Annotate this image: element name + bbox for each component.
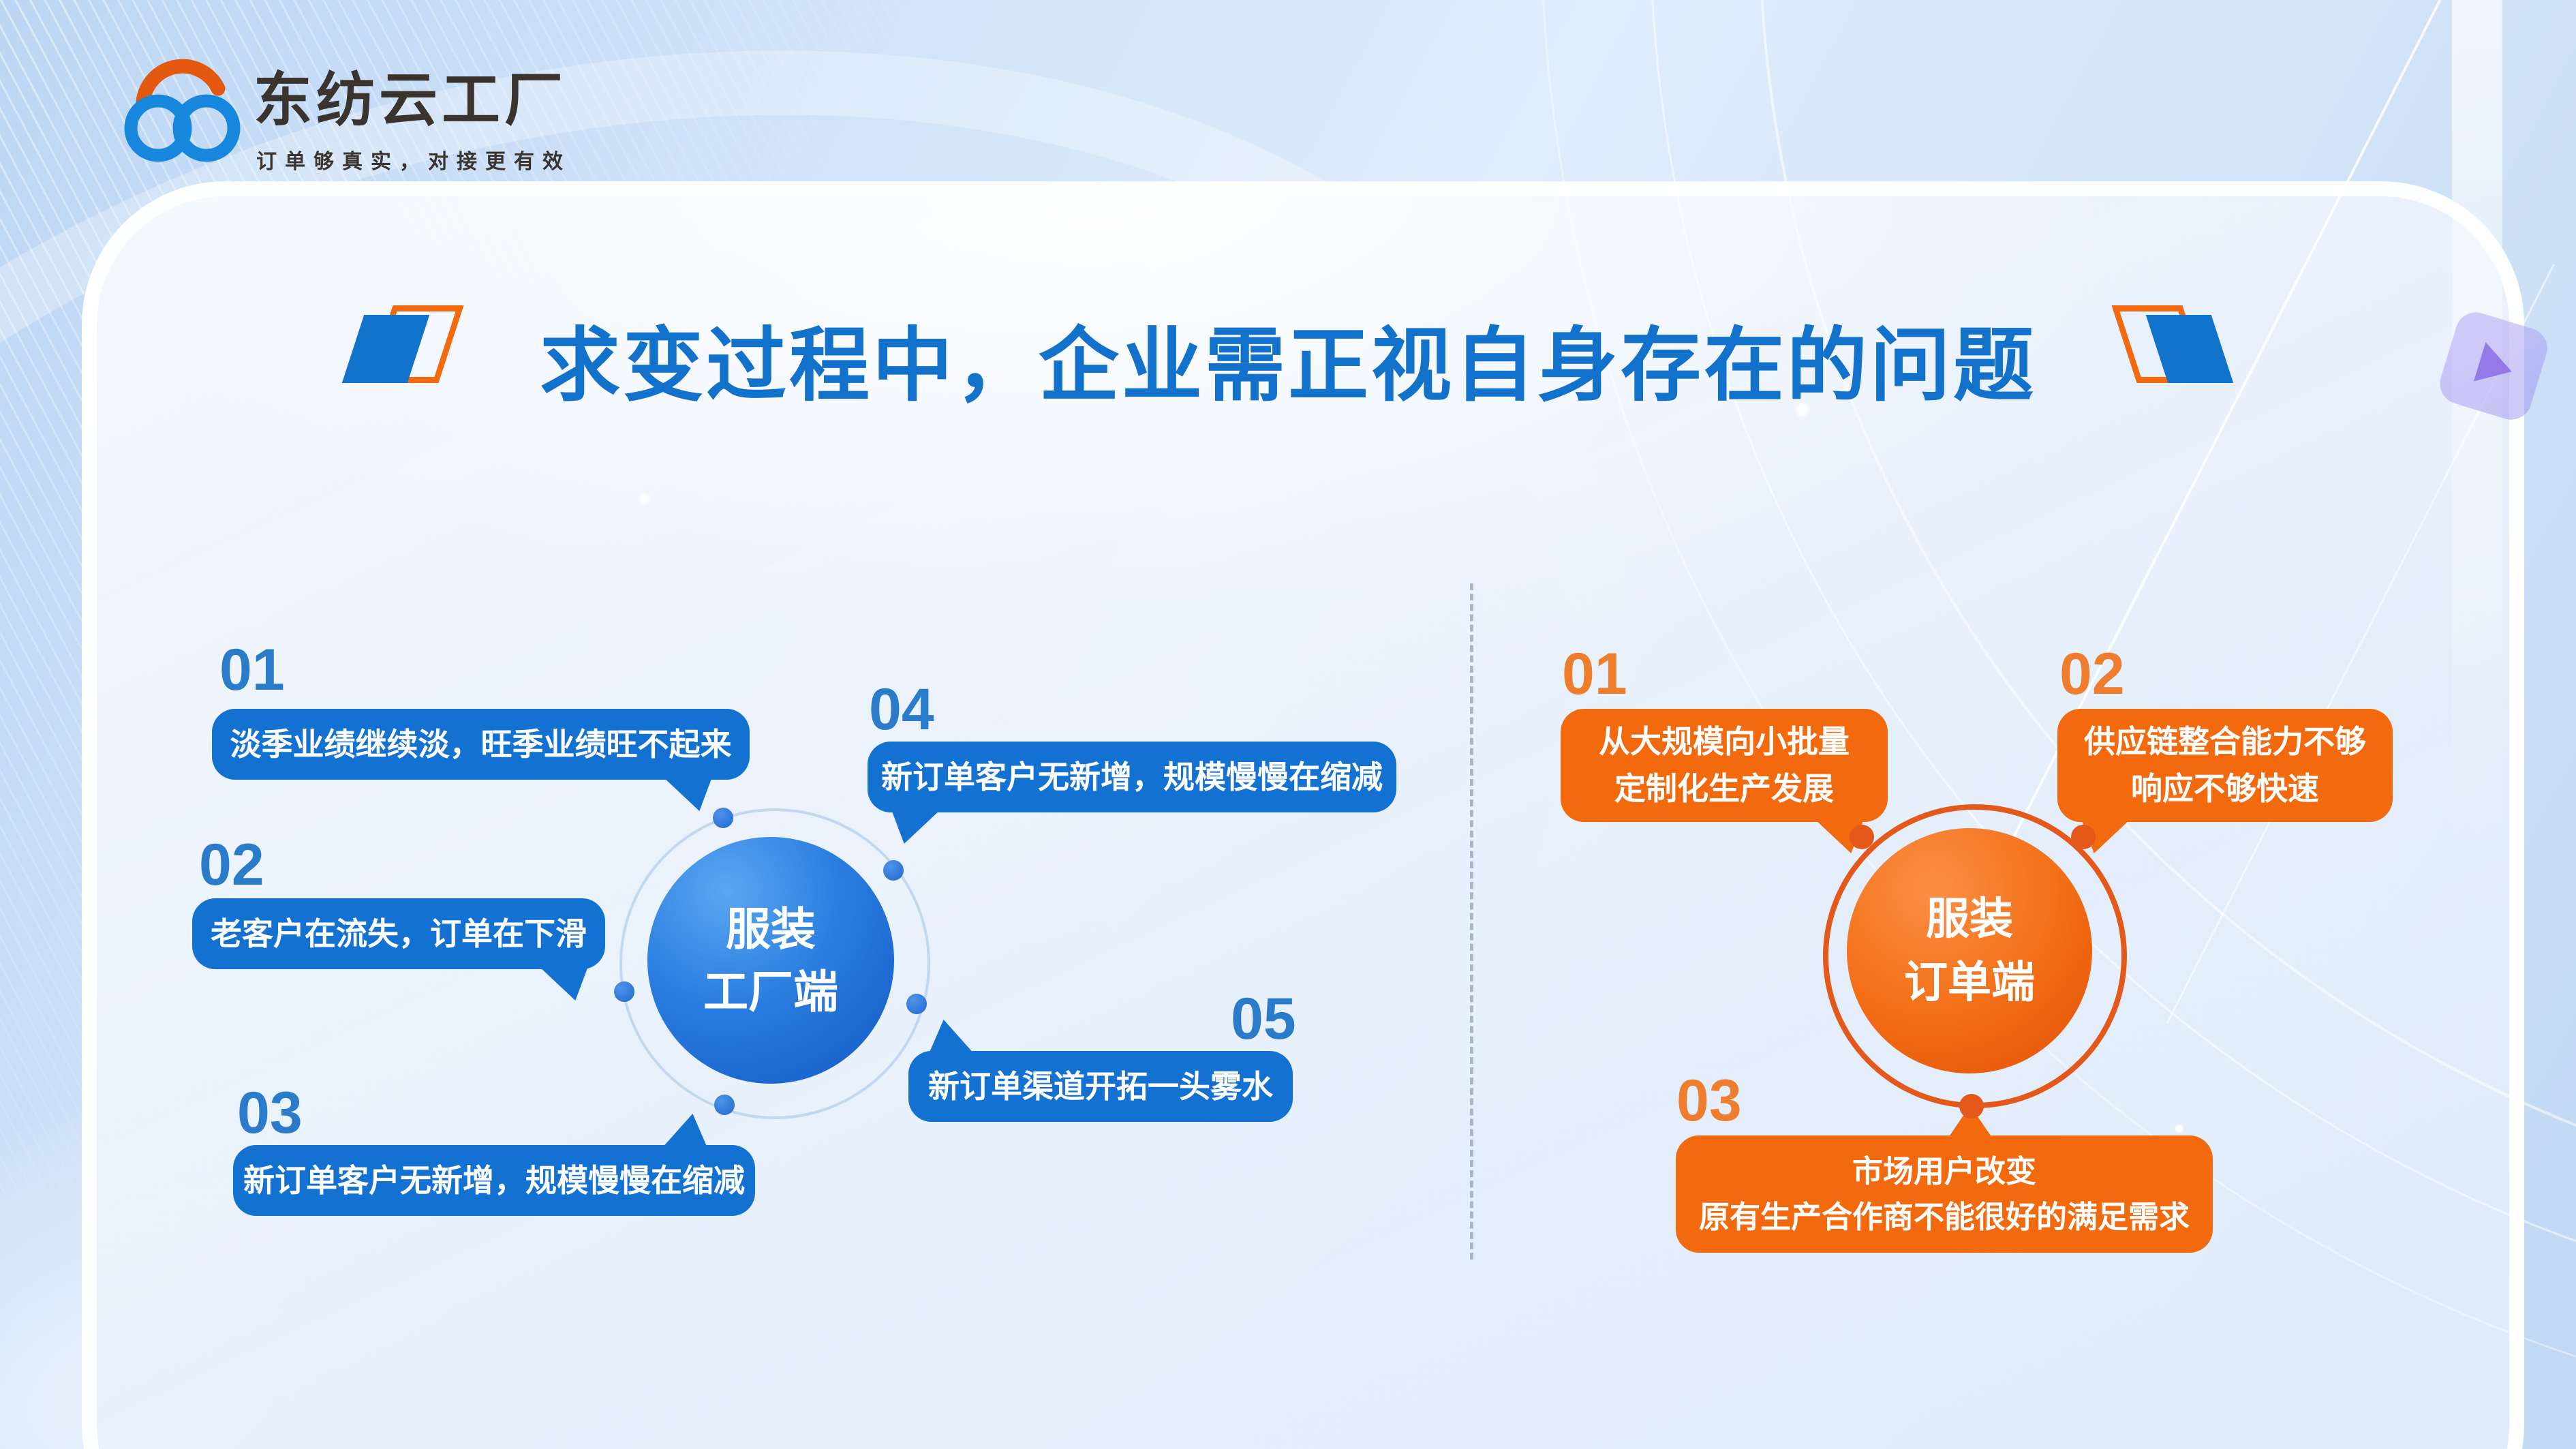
speech-bubble: 新订单客户无新增，规模慢慢在缩减 bbox=[868, 742, 1396, 844]
orbit-dot bbox=[883, 860, 904, 881]
item-number: 04 bbox=[869, 677, 934, 742]
speech-bubble: 供应链整合能力不够 响应不够快速 bbox=[2057, 709, 2393, 853]
speech-bubble: 市场用户改变 原有生产合作商不能很好的满足需求 bbox=[1676, 1105, 2213, 1253]
brand-logo bbox=[116, 40, 252, 176]
factory-center-circle: 服装 工厂端 bbox=[647, 837, 894, 1084]
item-number: 05 bbox=[1231, 986, 1296, 1052]
orbit-dot bbox=[714, 1095, 735, 1115]
bubble-text: 响应不够快速 bbox=[2131, 771, 2319, 806]
brand-tagline: 订单够真实，对接更有效 bbox=[256, 151, 571, 173]
page-title: 求变过程中，企业需正视自身存在的问题 bbox=[539, 321, 2036, 411]
item-number: 01 bbox=[1562, 641, 1627, 707]
title-parallelogram-icon-right bbox=[2111, 305, 2234, 387]
dashed-divider bbox=[1470, 583, 1473, 1260]
light-beam-decor bbox=[2452, 0, 2502, 859]
orbit-ring bbox=[619, 808, 930, 1119]
speech-bubble: 从大规模向小批量 定制化生产发展 bbox=[1561, 709, 1888, 853]
item-number: 02 bbox=[2059, 641, 2125, 707]
item-number: 01 bbox=[219, 637, 285, 703]
bubble-text: 新订单渠道开拓一头雾水 bbox=[928, 1068, 1273, 1104]
brand-name: 东纺云工厂 bbox=[254, 67, 567, 133]
bubble-text: 定制化生产发展 bbox=[1614, 771, 1834, 806]
center-label-line1: 服装 bbox=[1926, 894, 2013, 944]
bubble-text: 从大规模向小批量 bbox=[1599, 724, 1850, 759]
sparkle-decor bbox=[1794, 401, 1811, 418]
bubble-text: 老客户在流失，订单在下滑 bbox=[211, 915, 587, 951]
orbit-dot bbox=[1850, 825, 1874, 849]
cloud-logo-icon bbox=[124, 59, 241, 162]
speech-bubble: 老客户在流失，订单在下滑 bbox=[192, 898, 605, 1001]
order-center-circle: 服装 订单端 bbox=[1847, 828, 2092, 1073]
bubble-text: 新订单客户无新增，规模慢慢在缩减 bbox=[881, 759, 1383, 795]
item-number: 02 bbox=[199, 832, 264, 898]
orbit-dot bbox=[614, 981, 634, 1002]
sparkle-decor bbox=[2174, 1123, 2185, 1134]
center-label-line2: 工厂端 bbox=[703, 966, 838, 1017]
orbit-dot bbox=[906, 994, 927, 1014]
item-number: 03 bbox=[1676, 1068, 1742, 1133]
item-number: 03 bbox=[237, 1080, 303, 1146]
bubble-text: 新订单客户无新增，规模慢慢在缩减 bbox=[243, 1162, 745, 1198]
sparkle-decor bbox=[638, 492, 651, 506]
center-label-line1: 服装 bbox=[726, 903, 816, 954]
bubble-text: 市场用户改变 bbox=[1852, 1153, 2036, 1189]
orbit-dot bbox=[1959, 1094, 1984, 1118]
speech-bubble: 新订单渠道开拓一头雾水 bbox=[908, 1020, 1293, 1122]
bubble-text: 原有生产合作商不能很好的满足需求 bbox=[1698, 1200, 2190, 1234]
speech-bubble: 淡季业绩继续淡，旺季业绩旺不起来 bbox=[212, 709, 750, 811]
orbit-dot bbox=[713, 808, 733, 828]
bubble-text: 供应链整合能力不够 bbox=[2084, 724, 2366, 759]
bubble-text: 淡季业绩继续淡，旺季业绩旺不起来 bbox=[230, 726, 732, 762]
orbit-dot bbox=[2071, 825, 2096, 849]
center-label-line2: 订单端 bbox=[1904, 958, 2035, 1007]
speech-bubble: 新订单客户无新增，规模慢慢在缩减 bbox=[233, 1114, 755, 1216]
